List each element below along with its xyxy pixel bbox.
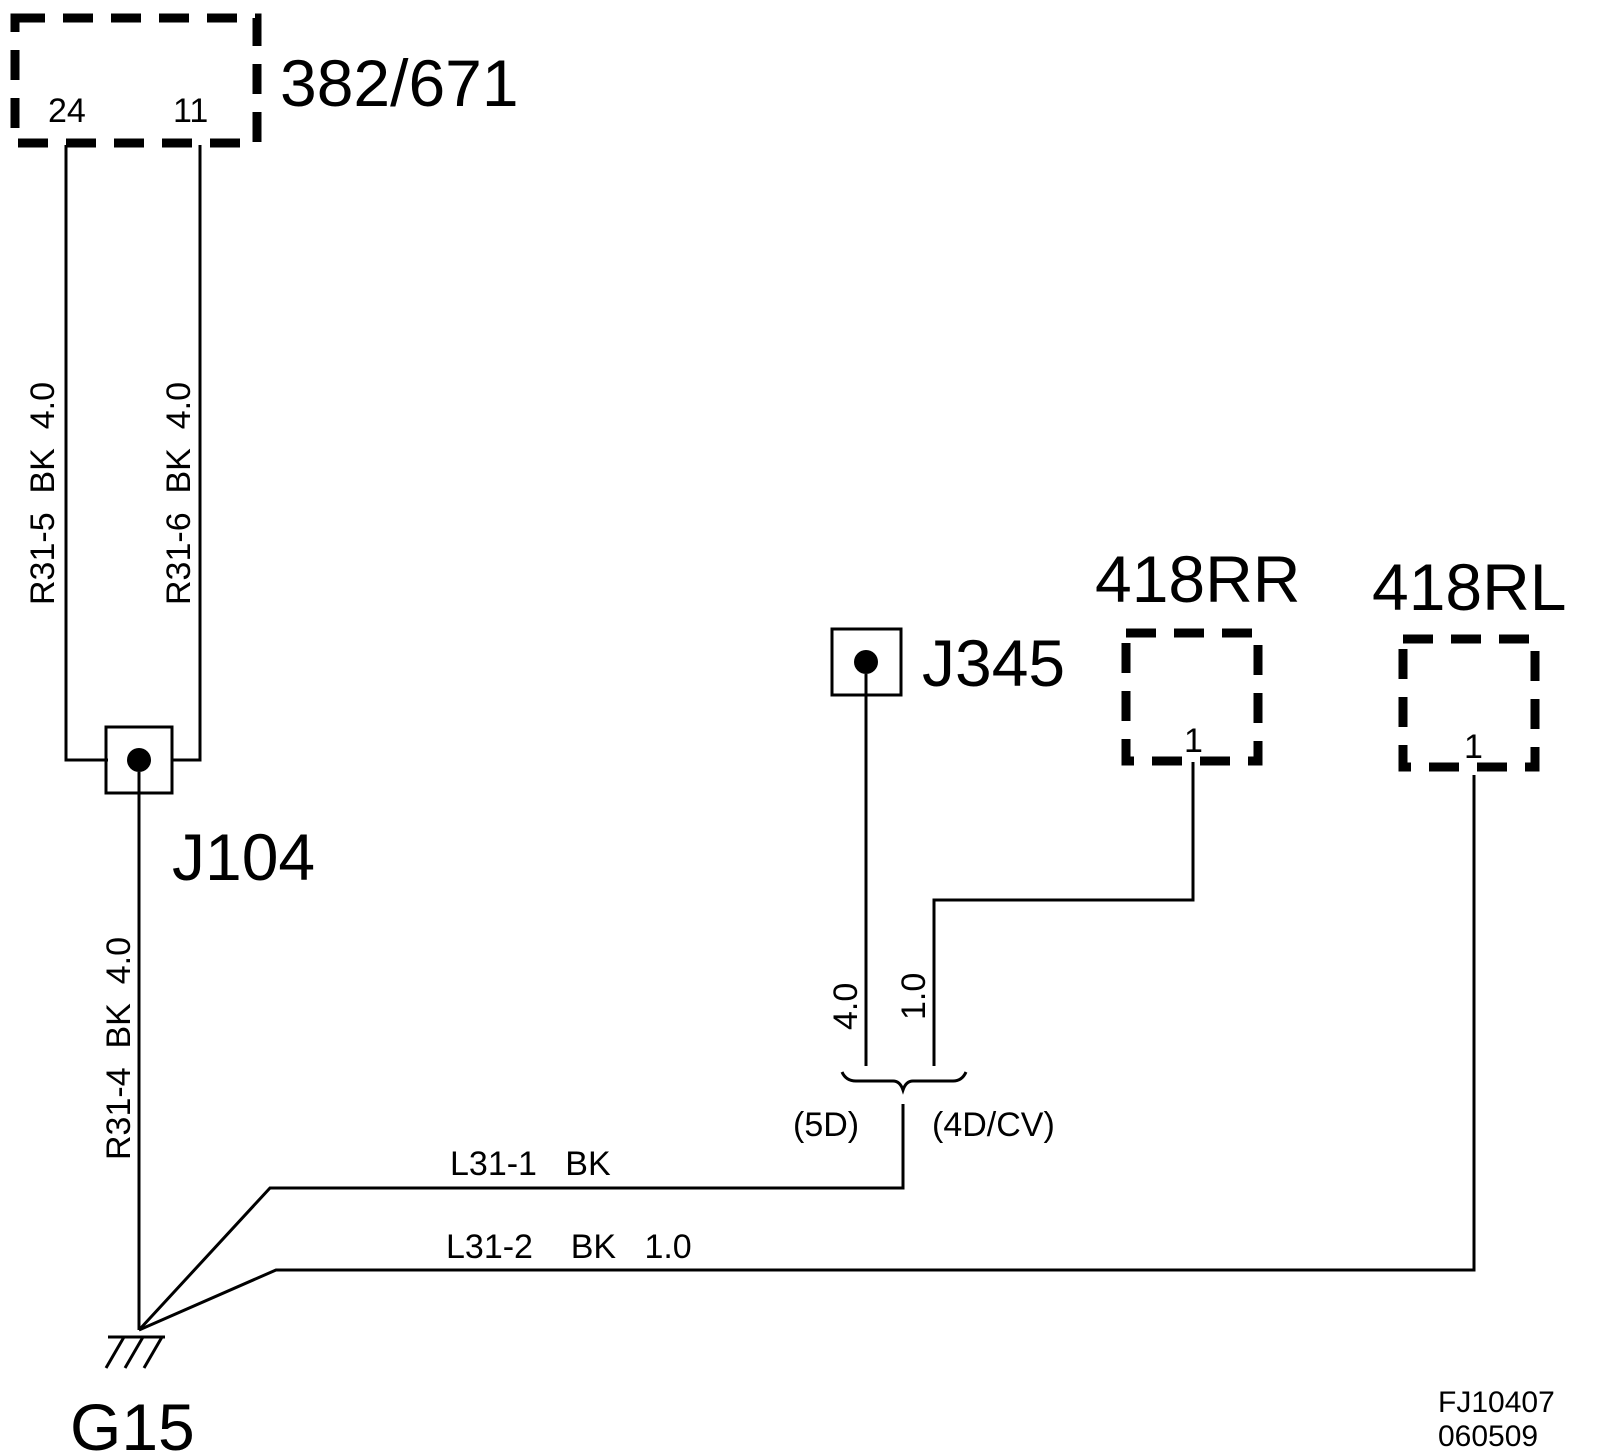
module-382-671-outline: [10, 13, 262, 148]
splice-j104-dot: [127, 748, 151, 772]
ground-g15: G15: [70, 1335, 195, 1456]
date-code: 060509: [1438, 1420, 1538, 1453]
component-418rl-outline: [1398, 634, 1540, 772]
component-418rl-label: 418RL: [1372, 550, 1567, 624]
splice-j345-label: J345: [922, 626, 1065, 700]
wire-size-5d: 4.0: [827, 983, 865, 1030]
variant-label-5d: (5D): [793, 1106, 859, 1144]
wire-label-l31-2: L31-2 BK 1.0: [446, 1228, 692, 1266]
wire-r31-5: [64, 145, 108, 762]
figure-id: FJ10407: [1438, 1386, 1555, 1419]
wire-size-4dcv: 1.0: [895, 973, 933, 1020]
wire-label-r31-6: R31-6 BK 4.0: [160, 382, 198, 605]
component-418rr-label: 418RR: [1095, 542, 1300, 616]
wire-l31-2: [138, 775, 1476, 1332]
component-418rr-outline: [1121, 628, 1263, 766]
splice-j345-dot: [854, 650, 878, 674]
splice-j104-label: J104: [172, 820, 315, 894]
module-pin-11: 11: [173, 92, 208, 130]
component-418rr: 1 418RR: [1095, 542, 1300, 766]
component-418rr-pin-1: 1: [1184, 722, 1203, 760]
component-418rl-pin-1: 1: [1464, 728, 1483, 766]
module-382-671-label: 382/671: [280, 46, 519, 120]
wire-l31-1: [137, 1104, 905, 1332]
wire-label-r31-4: R31-4 BK 4.0: [100, 937, 138, 1160]
ground-hatch-1: [104, 1336, 126, 1369]
module-pin-24: 24: [48, 92, 86, 130]
wire-label-r31-5: R31-5 BK 4.0: [24, 382, 62, 605]
splice-j345: J345: [830, 626, 1065, 700]
ground-g15-label: G15: [70, 1390, 195, 1456]
component-418rl: 1 418RL: [1372, 550, 1567, 772]
wire-branch-4dcv: [932, 762, 1195, 1066]
splice-j104: J104: [104, 725, 315, 894]
variant-brace: [840, 1071, 968, 1095]
ground-hatch-2: [123, 1336, 145, 1369]
ground-hatch-3: [142, 1336, 164, 1369]
wire-label-l31-1: L31-1 BK: [450, 1145, 611, 1183]
module-382-671: 24 11 382/671: [10, 13, 519, 148]
wire-r31-6: [172, 145, 202, 762]
variant-label-4dcv: (4D/CV): [932, 1106, 1055, 1144]
